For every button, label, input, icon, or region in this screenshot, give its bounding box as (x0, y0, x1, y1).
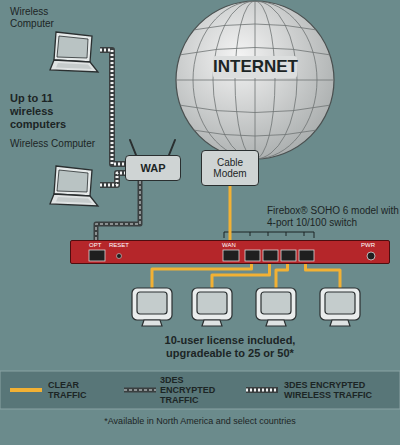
connector-stroke (100, 173, 125, 185)
legend-text: CLEAR TRAFFIC (48, 380, 112, 400)
wireless-computer: Wireless Computer (8, 6, 100, 80)
node-label: WAP (140, 162, 165, 174)
monitors (132, 288, 360, 326)
connector (96, 181, 140, 240)
callout-bracket (224, 232, 314, 238)
laptop-icon (46, 30, 100, 78)
internet-globe: INTERNET (175, 0, 335, 160)
port-label: OPT (89, 242, 101, 249)
legend-band (0, 371, 400, 409)
port-label: PWR (361, 242, 375, 249)
node-label: Firebox® SOHO 6 model with 4-port 10/100… (267, 205, 399, 229)
note-label: 10-user license included, upgradeable to… (140, 334, 320, 360)
connector-stroke (100, 50, 125, 164)
note-label: Up to 11 wireless computers (10, 92, 88, 131)
wap-antennas (130, 140, 175, 155)
lan-wires (152, 264, 340, 288)
cable-modem-box: Cable Modem (201, 150, 259, 186)
wireless-computer: Wireless Computer (8, 138, 100, 216)
globe (175, 0, 335, 160)
legend-swatch (10, 388, 42, 392)
connector-stroke (229, 186, 232, 240)
wireless-sample (246, 390, 278, 391)
port-label: RESET (109, 242, 129, 249)
node-label: Cable Modem (202, 157, 258, 179)
port-label: WAN (222, 242, 236, 249)
laptop-icon (46, 164, 100, 212)
connector-stroke (96, 181, 140, 240)
connector-stroke (100, 173, 125, 185)
node-label: Wireless Computer (10, 6, 62, 30)
connector (100, 173, 125, 185)
node-label: Wireless Computer (10, 138, 95, 150)
legend-text: 3DES ENCRYPTED TRAFFIC (160, 375, 236, 405)
footnote: *Available in North America and select c… (0, 416, 400, 427)
connector (230, 186, 231, 240)
connector-stroke (100, 50, 125, 164)
legend-text: 3DES ENCRYPTED WIRELESS TRAFFIC (284, 380, 394, 400)
connector-stroke (96, 181, 140, 240)
connector (100, 50, 125, 164)
node-label: INTERNET (213, 56, 297, 78)
wap-box: WAP (125, 155, 181, 181)
encrypted-sample (124, 390, 156, 391)
firebox-device: Firebox® SOHO 6 model with 4-port 10/100… (70, 240, 390, 264)
